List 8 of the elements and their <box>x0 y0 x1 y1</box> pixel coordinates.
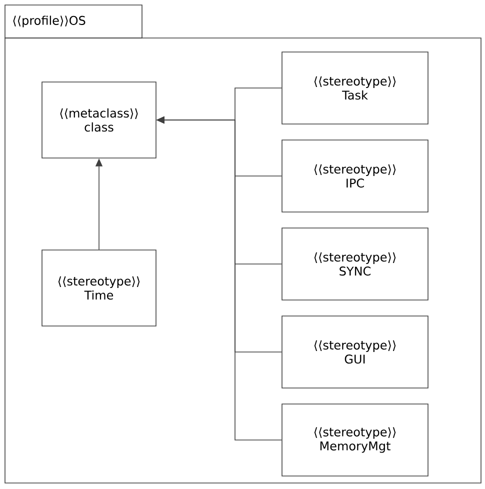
stereotype-box: ⟨⟨stereotype⟩⟩ GUI <box>282 316 428 388</box>
stereotype-box: ⟨⟨stereotype⟩⟩ MemoryMgt <box>282 404 428 476</box>
stereotype-box: ⟨⟨stereotype⟩⟩ SYNC <box>282 228 428 300</box>
stereotype-box: ⟨⟨stereotype⟩⟩ IPC <box>282 140 428 212</box>
stereotype-box: ⟨⟨stereotype⟩⟩ Time <box>42 250 156 326</box>
stereotype-box: ⟨⟨stereotype⟩⟩ Task <box>282 52 428 124</box>
node-label: ⟨⟨profile⟩⟩OS <box>13 16 86 28</box>
stereotype-box: ⟨⟨metaclass⟩⟩ class <box>42 82 156 158</box>
